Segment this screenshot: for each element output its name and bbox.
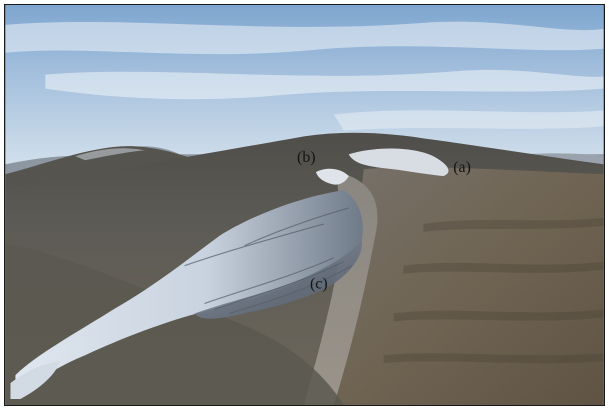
- label-b: (b): [297, 149, 316, 166]
- right-slope: [333, 167, 604, 405]
- label-c: (c): [310, 276, 328, 293]
- landscape-photo: (b) (a) (c): [4, 4, 605, 406]
- landscape-photo-image: (b) (a) (c): [5, 5, 604, 405]
- clouds: [5, 21, 604, 131]
- ice-patch-b: [315, 168, 349, 185]
- label-a: (a): [453, 159, 471, 176]
- ice-patch-a: [348, 148, 449, 177]
- ice-body-c: [15, 190, 363, 394]
